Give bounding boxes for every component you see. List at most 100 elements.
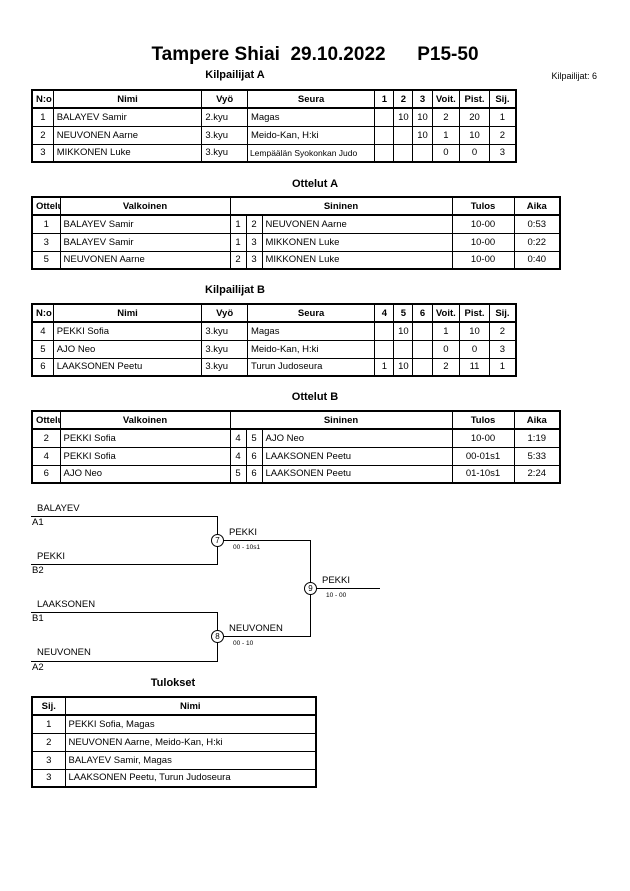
bracket-entrant-name: NEUVONEN	[37, 647, 91, 658]
table-cell: 10-00	[451, 428, 515, 448]
table-cell: 3	[488, 339, 517, 359]
table-cell: Meido-Kan, H:ki	[246, 125, 376, 145]
bracket-seed: A1	[32, 517, 44, 528]
results-table: Sij. Nimi 1 PEKKI Sofia, Magas 2 NEUVONE…	[31, 696, 317, 788]
table-row: 1 BALAYEV Samir 2.kyu Magas 10 10 2 20 1	[31, 107, 517, 127]
table-cell: 3.kyu	[201, 339, 248, 359]
table-cell: 2	[31, 732, 66, 752]
bracket: BALAYEV A1 PEKKI B2 LAAKSONEN B1 NEUVONE…	[0, 490, 630, 680]
table-cell: 00-01s1	[451, 446, 515, 466]
table-cell: 10	[412, 125, 433, 145]
table-cell: PEKKI Sofia	[59, 428, 231, 448]
table-cell: 1	[31, 214, 61, 234]
table-cell: 6	[31, 357, 54, 377]
table-cell: 0	[431, 339, 461, 359]
table-cell: 2.kyu	[201, 107, 248, 127]
table-cell: 10	[393, 321, 414, 341]
table-cell: 4	[31, 321, 54, 341]
match-number: 9	[304, 582, 317, 595]
bracket-line	[31, 516, 218, 517]
bracket-seed: B2	[32, 565, 44, 576]
col-header: N:o	[31, 303, 54, 323]
table-cell	[412, 339, 433, 359]
table-cell: 1	[31, 107, 54, 127]
group-a-title: Kilpailijat A	[205, 69, 265, 81]
match-score: 10 - 00	[326, 592, 347, 599]
table-cell: 3	[245, 232, 263, 252]
table-row: 2 PEKKI Sofia 4 5 AJO Neo 10-00 1:19	[31, 428, 561, 448]
table-cell: LAAKSONEN Peetu	[52, 357, 203, 377]
table-cell: 0	[459, 143, 490, 163]
table-cell	[412, 321, 433, 341]
table-cell	[374, 339, 395, 359]
col-header: Ottelu	[31, 410, 61, 430]
table-cell	[374, 125, 395, 145]
table-cell	[374, 321, 395, 341]
col-header: 1	[374, 89, 395, 109]
match-winner: PEKKI	[229, 527, 257, 538]
col-header: 3	[412, 89, 433, 109]
table-cell: BALAYEV Samir	[52, 107, 203, 127]
table-cell: 5	[31, 250, 61, 270]
col-header: Pist.	[459, 89, 490, 109]
table-row: 1 BALAYEV Samir 1 2 NEUVONEN Aarne 10-00…	[31, 214, 561, 234]
match-score: 00 - 10	[233, 640, 254, 647]
table-cell: Magas	[246, 107, 376, 127]
table-row: 5 NEUVONEN Aarne 2 3 MIKKONEN Luke 10-00…	[31, 250, 561, 270]
table-cell: MIKKONEN Luke	[261, 232, 453, 252]
col-header: Vyö	[201, 303, 248, 323]
page-title: Tampere Shiai 29.10.2022 P15-50	[151, 44, 479, 65]
table-cell: 10	[459, 125, 490, 145]
table-cell: 0:22	[513, 232, 561, 252]
table-cell: NEUVONEN Aarne	[59, 250, 231, 270]
table-cell: BALAYEV Samir	[59, 232, 231, 252]
match-winner: NEUVONEN	[229, 623, 283, 634]
col-header: Tulos	[451, 410, 515, 430]
matches-a-table: Ottelu Valkoinen Sininen Tulos Aika 1 BA…	[31, 196, 562, 270]
table-cell: 0:53	[513, 214, 561, 234]
table-cell	[393, 339, 414, 359]
table-cell: 3.kyu	[201, 125, 248, 145]
bracket-line	[217, 636, 311, 637]
table-row: 6 LAAKSONEN Peetu 3.kyu Turun Judoseura …	[31, 357, 517, 377]
table-cell: 3.kyu	[201, 321, 248, 341]
col-header: Voit.	[431, 89, 461, 109]
col-header: Ottelu	[31, 196, 61, 216]
col-header: Sininen	[229, 410, 453, 430]
table-cell: 0	[431, 143, 461, 163]
table-cell: 3.kyu	[201, 143, 248, 163]
bracket-line	[217, 540, 311, 541]
table-cell: 1	[374, 357, 395, 377]
table-cell: 10-00	[451, 214, 515, 234]
table-cell: NEUVONEN Aarne, Meido-Kan, H:ki	[64, 732, 317, 752]
col-header: Sij.	[488, 303, 517, 323]
table-cell	[412, 143, 433, 163]
table-cell: 1	[488, 357, 517, 377]
table-row: 2 NEUVONEN Aarne 3.kyu Meido-Kan, H:ki 1…	[31, 125, 517, 145]
table-row: 6 AJO Neo 5 6 LAAKSONEN Peetu 01-10s1 2:…	[31, 464, 561, 484]
table-row: 5 AJO Neo 3.kyu Meido-Kan, H:ki 0 0 3	[31, 339, 517, 359]
match-score: 00 - 10s1	[233, 544, 261, 551]
table-cell: 2:24	[513, 464, 561, 484]
match-number: 7	[211, 534, 224, 547]
table-cell: NEUVONEN Aarne	[52, 125, 203, 145]
table-cell: AJO Neo	[261, 428, 453, 448]
table-cell: Turun Judoseura	[246, 357, 376, 377]
bracket-entrant-name: PEKKI	[37, 551, 65, 562]
table-cell: 10	[412, 107, 433, 127]
table-cell: AJO Neo	[59, 464, 231, 484]
table-cell: 11	[459, 357, 490, 377]
table-cell: 1:19	[513, 428, 561, 448]
table-cell: 1	[488, 107, 517, 127]
table-cell: 4	[229, 428, 247, 448]
col-header: Seura	[246, 89, 376, 109]
group-b-title: Kilpailijat B	[205, 284, 265, 296]
table-cell: 10	[393, 357, 414, 377]
col-header: Pist.	[459, 303, 490, 323]
table-row: 4 PEKKI Sofia 4 6 LAAKSONEN Peetu 00-01s…	[31, 446, 561, 466]
table-row: 4 PEKKI Sofia 3.kyu Magas 10 1 10 2	[31, 321, 517, 341]
table-cell: 2	[488, 321, 517, 341]
matches-b-table: Ottelu Valkoinen Sininen Tulos Aika 2 PE…	[31, 410, 562, 484]
table-cell: MIKKONEN Luke	[52, 143, 203, 163]
group-b-table: N:o Nimi Vyö Seura 4 5 6 Voit. Pist. Sij…	[31, 303, 517, 377]
